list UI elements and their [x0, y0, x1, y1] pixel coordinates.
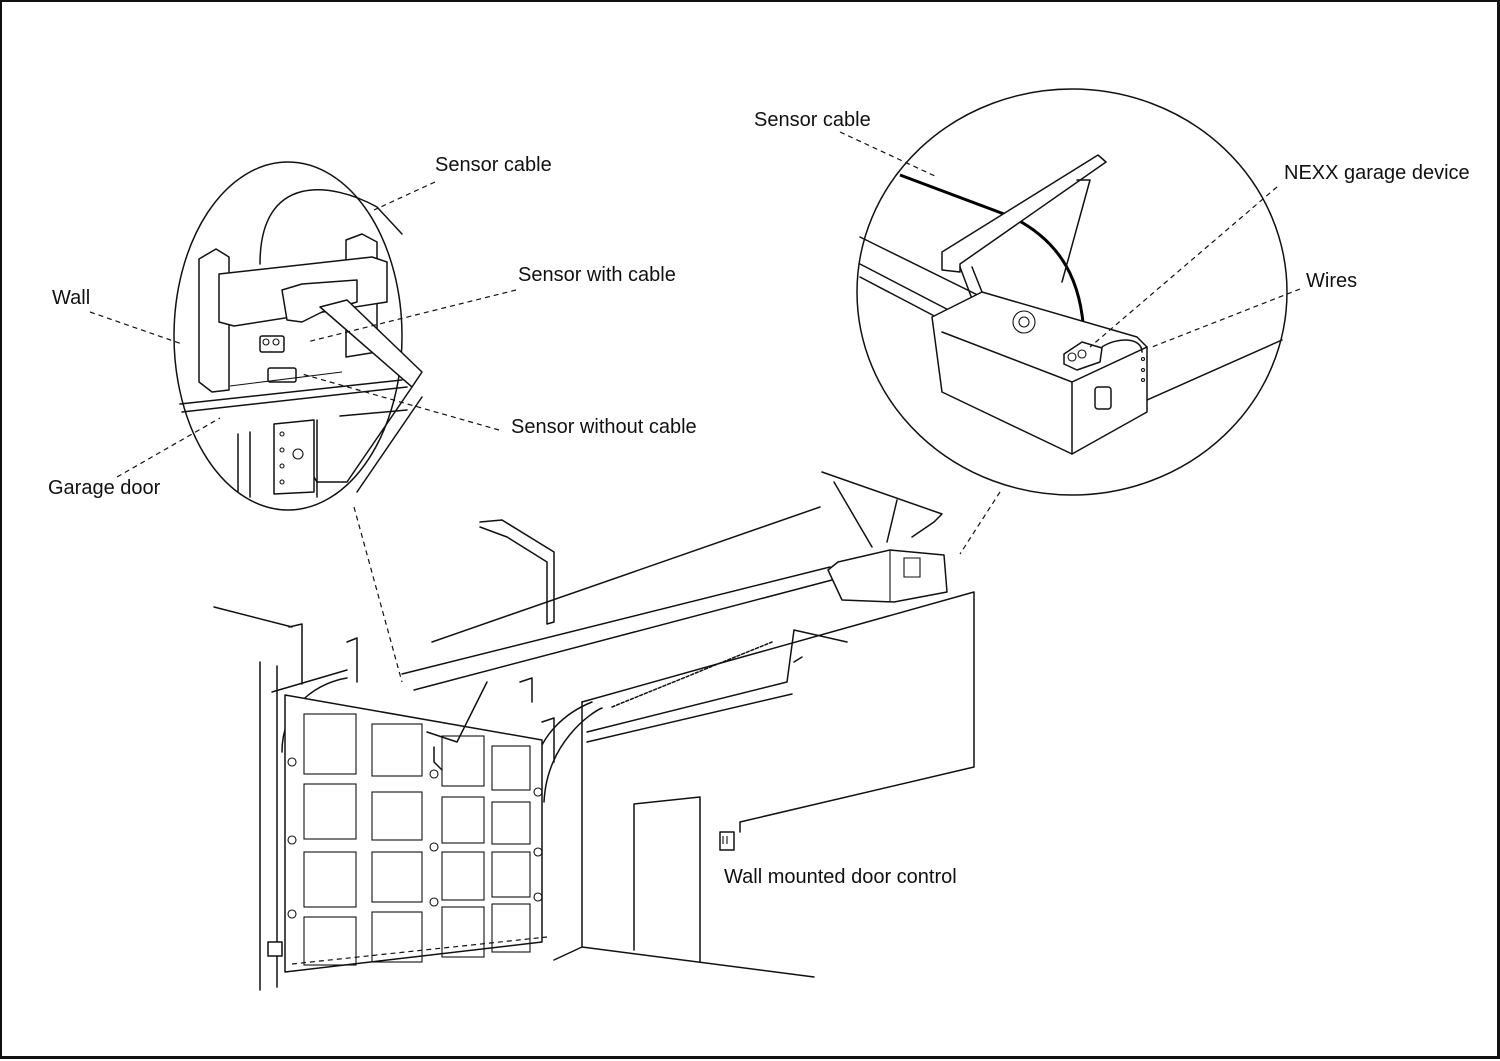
- opener-gear-icon: [1012, 310, 1036, 334]
- door-bottom-seal: [291, 936, 548, 965]
- door-hinges: [287, 757, 543, 919]
- door-arm: [319, 299, 423, 388]
- garage-door-top-edge: [179, 379, 408, 413]
- label-sensor-with-cable: Sensor with cable: [518, 264, 676, 286]
- torsion-spring: [611, 641, 773, 708]
- leader-sensor-without-cable: [301, 373, 500, 431]
- ceiling-wire: [431, 506, 821, 643]
- left-sensor-cable-loop: [259, 189, 403, 265]
- opener-rail-main: [401, 566, 833, 691]
- left-ceiling-hanger: [479, 519, 555, 625]
- leader-left-sensor-cable: [373, 181, 436, 211]
- label-wall-control: Wall mounted door control: [724, 866, 957, 888]
- opener-hanger: [821, 471, 943, 548]
- leader-right-inset-to-main: [959, 491, 1001, 555]
- left-inset-detail: [173, 161, 423, 511]
- right-rear-track: [586, 629, 848, 743]
- label-right-sensor-cable: Sensor cable: [754, 109, 871, 131]
- label-sensor-without-cable: Sensor without cable: [511, 416, 697, 438]
- opener-unit-main: [827, 549, 948, 603]
- interior-door: [633, 796, 701, 963]
- main-garage-scene: [213, 471, 975, 991]
- label-wires: Wires: [1306, 270, 1358, 292]
- garage-door-panel: [237, 409, 408, 498]
- leader-wall: [89, 311, 183, 345]
- label-garage-door: Garage door: [48, 477, 161, 499]
- opener-rail: [859, 236, 1283, 421]
- label-left-sensor-cable: Sensor cable: [435, 154, 552, 176]
- door-frame-left: [259, 661, 278, 991]
- right-inset-detail: [856, 88, 1288, 496]
- door-arm-main: [426, 681, 488, 771]
- nexx-device-icon: [1063, 341, 1103, 371]
- ceiling-bracket: [941, 154, 1107, 273]
- left-inset-circle: [173, 161, 403, 511]
- opener-body: [931, 291, 1148, 455]
- label-nexx-device: NEXX garage device: [1284, 162, 1470, 184]
- room-ceiling-line: [213, 606, 293, 628]
- door-frame-posts: [288, 623, 555, 763]
- room-right-wall: [553, 701, 815, 978]
- leader-garage-door: [116, 417, 221, 478]
- door-panels: [303, 713, 531, 966]
- opener-button-icon: [1094, 386, 1112, 410]
- room-wall-top: [581, 591, 975, 833]
- wires-icon: [1101, 339, 1143, 353]
- label-wall: Wall: [52, 287, 91, 309]
- lower-hinge-plate: [267, 941, 283, 957]
- leader-lines: [89, 131, 1301, 683]
- leader-left-inset-to-main: [353, 506, 403, 683]
- garage-door-main: [284, 694, 543, 973]
